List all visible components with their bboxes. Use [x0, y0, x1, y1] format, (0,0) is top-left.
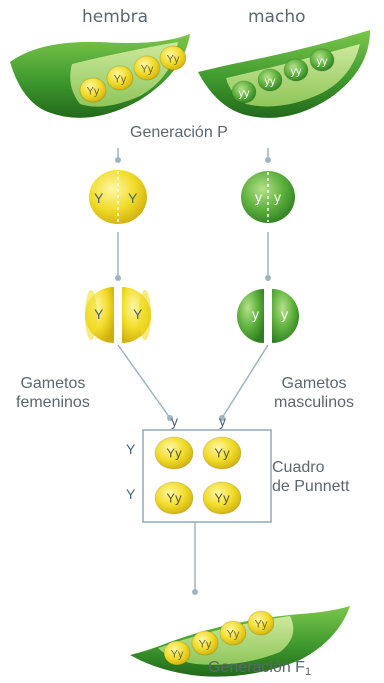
female-seed-right-allele: Y [128, 190, 138, 206]
female-pod-pea-label: Yy [141, 64, 154, 76]
f1-pod-pea: Yy [191, 630, 219, 656]
male-gamete-right-allele: y [281, 306, 288, 322]
connector-dots [115, 157, 271, 595]
male-gamete-halves [237, 289, 299, 343]
female-seed [89, 170, 147, 224]
female-seed-left-allele: Y [94, 190, 104, 206]
punnett-column-header-1: y [171, 413, 178, 429]
female-gametes-label: Gametos femeninos [16, 374, 90, 412]
male-pod-peas: yy yy yy yy [231, 48, 335, 104]
male-gametes-label-line2: masculinos [274, 394, 355, 411]
f1-pod-pea-label: Yy [199, 639, 212, 651]
male-pod-pea: yy [257, 68, 283, 92]
male-pod-pea-label: yy [317, 56, 329, 68]
punnett-cell-label: Yy [166, 446, 182, 461]
punnett-label-line1: Cuadro [272, 459, 325, 476]
male-seed-right-allele: y [274, 189, 281, 205]
female-pod-pea-label: Yy [87, 86, 100, 98]
punnett-cell-label: Yy [214, 446, 230, 461]
punnett-cell-label: Yy [214, 491, 230, 506]
punnett-cell: Yy [202, 481, 242, 515]
female-gametes-label-line2: femeninos [16, 394, 90, 411]
male-pod-pea: yy [309, 48, 335, 72]
f1-pod-pea: Yy [163, 640, 191, 666]
male-pea-pod: yy yy yy yy [198, 30, 370, 118]
f1-pod-pea-label: Yy [171, 649, 184, 661]
punnett-label: Cuadro de Punnett [272, 458, 349, 496]
female-parent-label: hembra [82, 7, 148, 27]
f1-label-main: Generación F [208, 659, 305, 676]
f1-generation-label: Generación F1 [208, 659, 311, 678]
male-pod-pea: yy [283, 58, 309, 82]
connector-lines [117, 148, 269, 592]
f1-pod-pea: Yy [247, 610, 275, 636]
male-gametes-label-line1: Gametos [281, 375, 347, 392]
male-gametes-label: Gametos masculinos [274, 374, 354, 412]
male-gamete-left-allele: y [252, 306, 259, 322]
male-pod-pea-label: yy [265, 76, 277, 88]
punnett-cell: Yy [154, 481, 194, 515]
female-gamete-right-allele: Y [133, 306, 143, 322]
f1-label-subscript: 1 [304, 666, 312, 678]
f1-pod-pea-label: Yy [227, 629, 240, 641]
f1-pod-pea-label: Yy [255, 619, 268, 631]
female-gamete-left-allele: Y [94, 306, 104, 322]
f1-pod-pea: Yy [219, 620, 247, 646]
female-gamete-halves [85, 287, 151, 343]
female-pod-pea-label: Yy [114, 74, 127, 86]
generation-p-label: Generación P [130, 124, 228, 141]
punnett-column-header-2: y [219, 413, 226, 429]
female-pod-pea: Yy [106, 65, 134, 91]
punnett-row-header-2: Y [126, 486, 136, 502]
female-gametes-label-line1: Gametos [20, 375, 86, 392]
male-pod-pea-label: yy [239, 88, 251, 100]
male-parent-label: macho [248, 7, 306, 27]
male-pod-pea: yy [231, 80, 257, 104]
punnett-cell: Yy [202, 436, 242, 470]
male-seed [241, 171, 295, 223]
female-pod-pea-label: Yy [167, 54, 180, 66]
male-seed-left-allele: y [255, 189, 262, 205]
female-pod-pea: Yy [159, 45, 187, 71]
punnett-label-line2: de Punnett [272, 478, 350, 495]
female-pod-pea: Yy [79, 77, 107, 103]
male-pod-pea-label: yy [291, 66, 303, 78]
female-pod-pea: Yy [133, 55, 161, 81]
punnett-cell-label: Yy [166, 491, 182, 506]
punnett-cell: Yy [154, 436, 194, 470]
punnett-row-header-1: Y [126, 441, 136, 457]
